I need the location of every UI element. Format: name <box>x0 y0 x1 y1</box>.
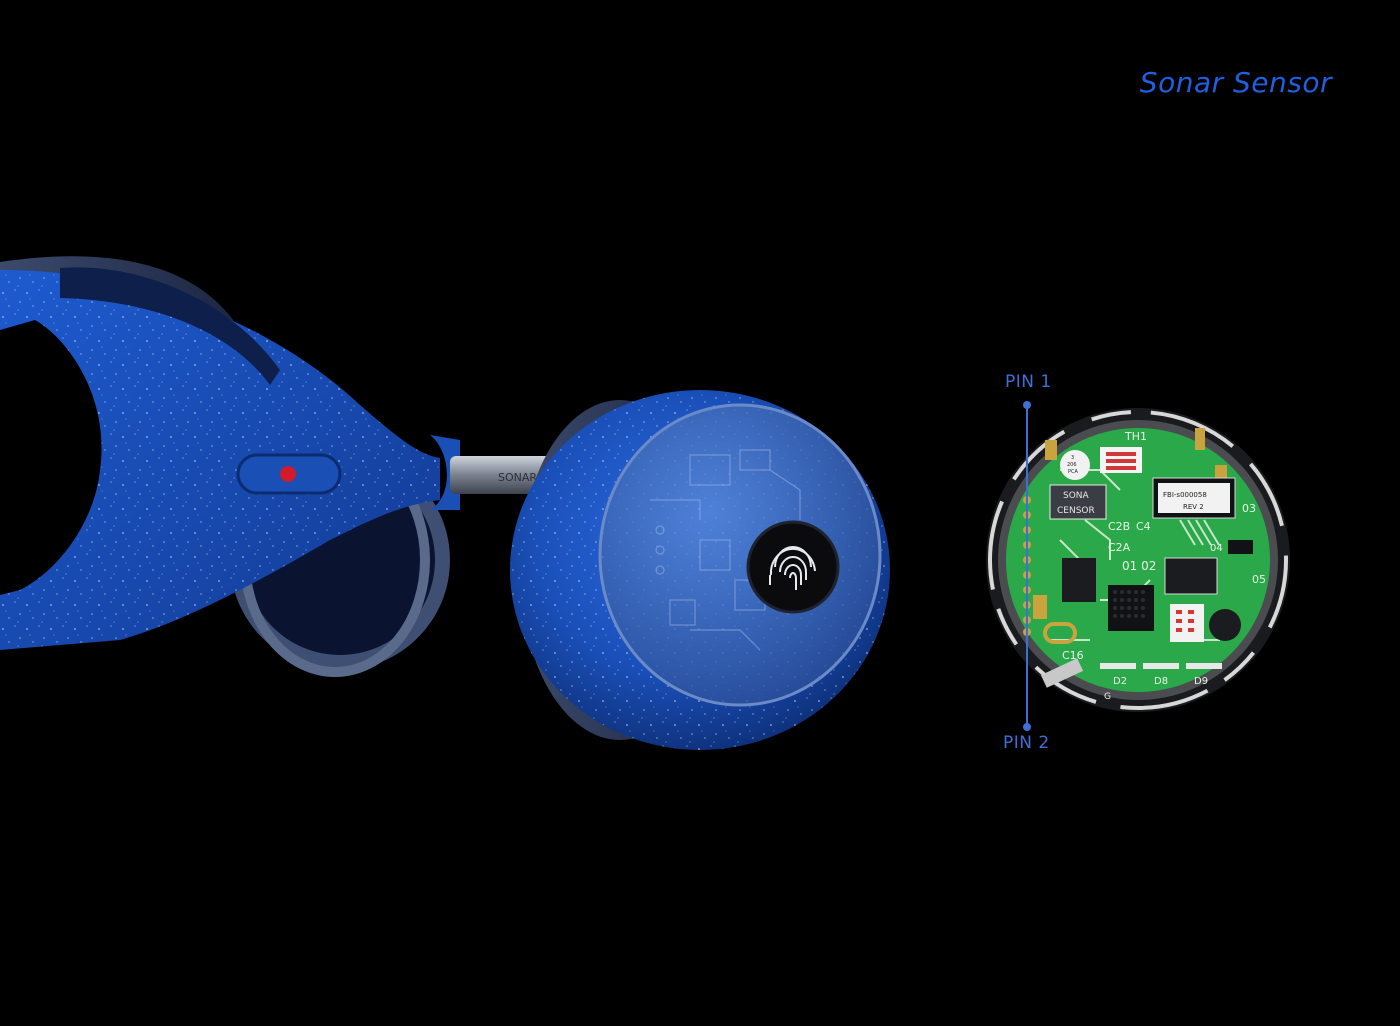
label-g: G <box>1104 692 1111 702</box>
label-c16: C16 <box>1062 649 1084 662</box>
label-c4: C4 <box>1136 520 1151 533</box>
cap-text-2: 206 <box>1067 462 1077 468</box>
label-d8: D8 <box>1154 676 1168 687</box>
label-03: 03 <box>1242 502 1256 515</box>
rod-engraving: SONAR <box>498 471 537 484</box>
chip-revision: REV 2 <box>1183 503 1204 511</box>
chip-label-censor: CENSOR <box>1057 506 1095 516</box>
chip-label-sona: SONA <box>1063 491 1090 501</box>
label-04: 04 <box>1210 543 1223 554</box>
pin-2-label: PIN 2 <box>1003 733 1050 753</box>
label-d9: D9 <box>1194 676 1208 687</box>
page-title: Sonar Sensor <box>1139 66 1332 99</box>
label-01-02: 01 02 <box>1122 559 1156 573</box>
label-d2: D2 <box>1113 676 1127 687</box>
label-c2b: C2B <box>1108 520 1130 533</box>
label-c2a: C2A <box>1108 541 1131 554</box>
cap-text-3: PCA <box>1068 469 1079 475</box>
cap-text-1: 3 <box>1071 455 1074 461</box>
pin-1-label: PIN 1 <box>1005 372 1052 392</box>
chip-part-number: FBI-s000058 <box>1163 491 1207 499</box>
label-th1: TH1 <box>1124 430 1147 443</box>
label-05: 05 <box>1252 573 1266 586</box>
